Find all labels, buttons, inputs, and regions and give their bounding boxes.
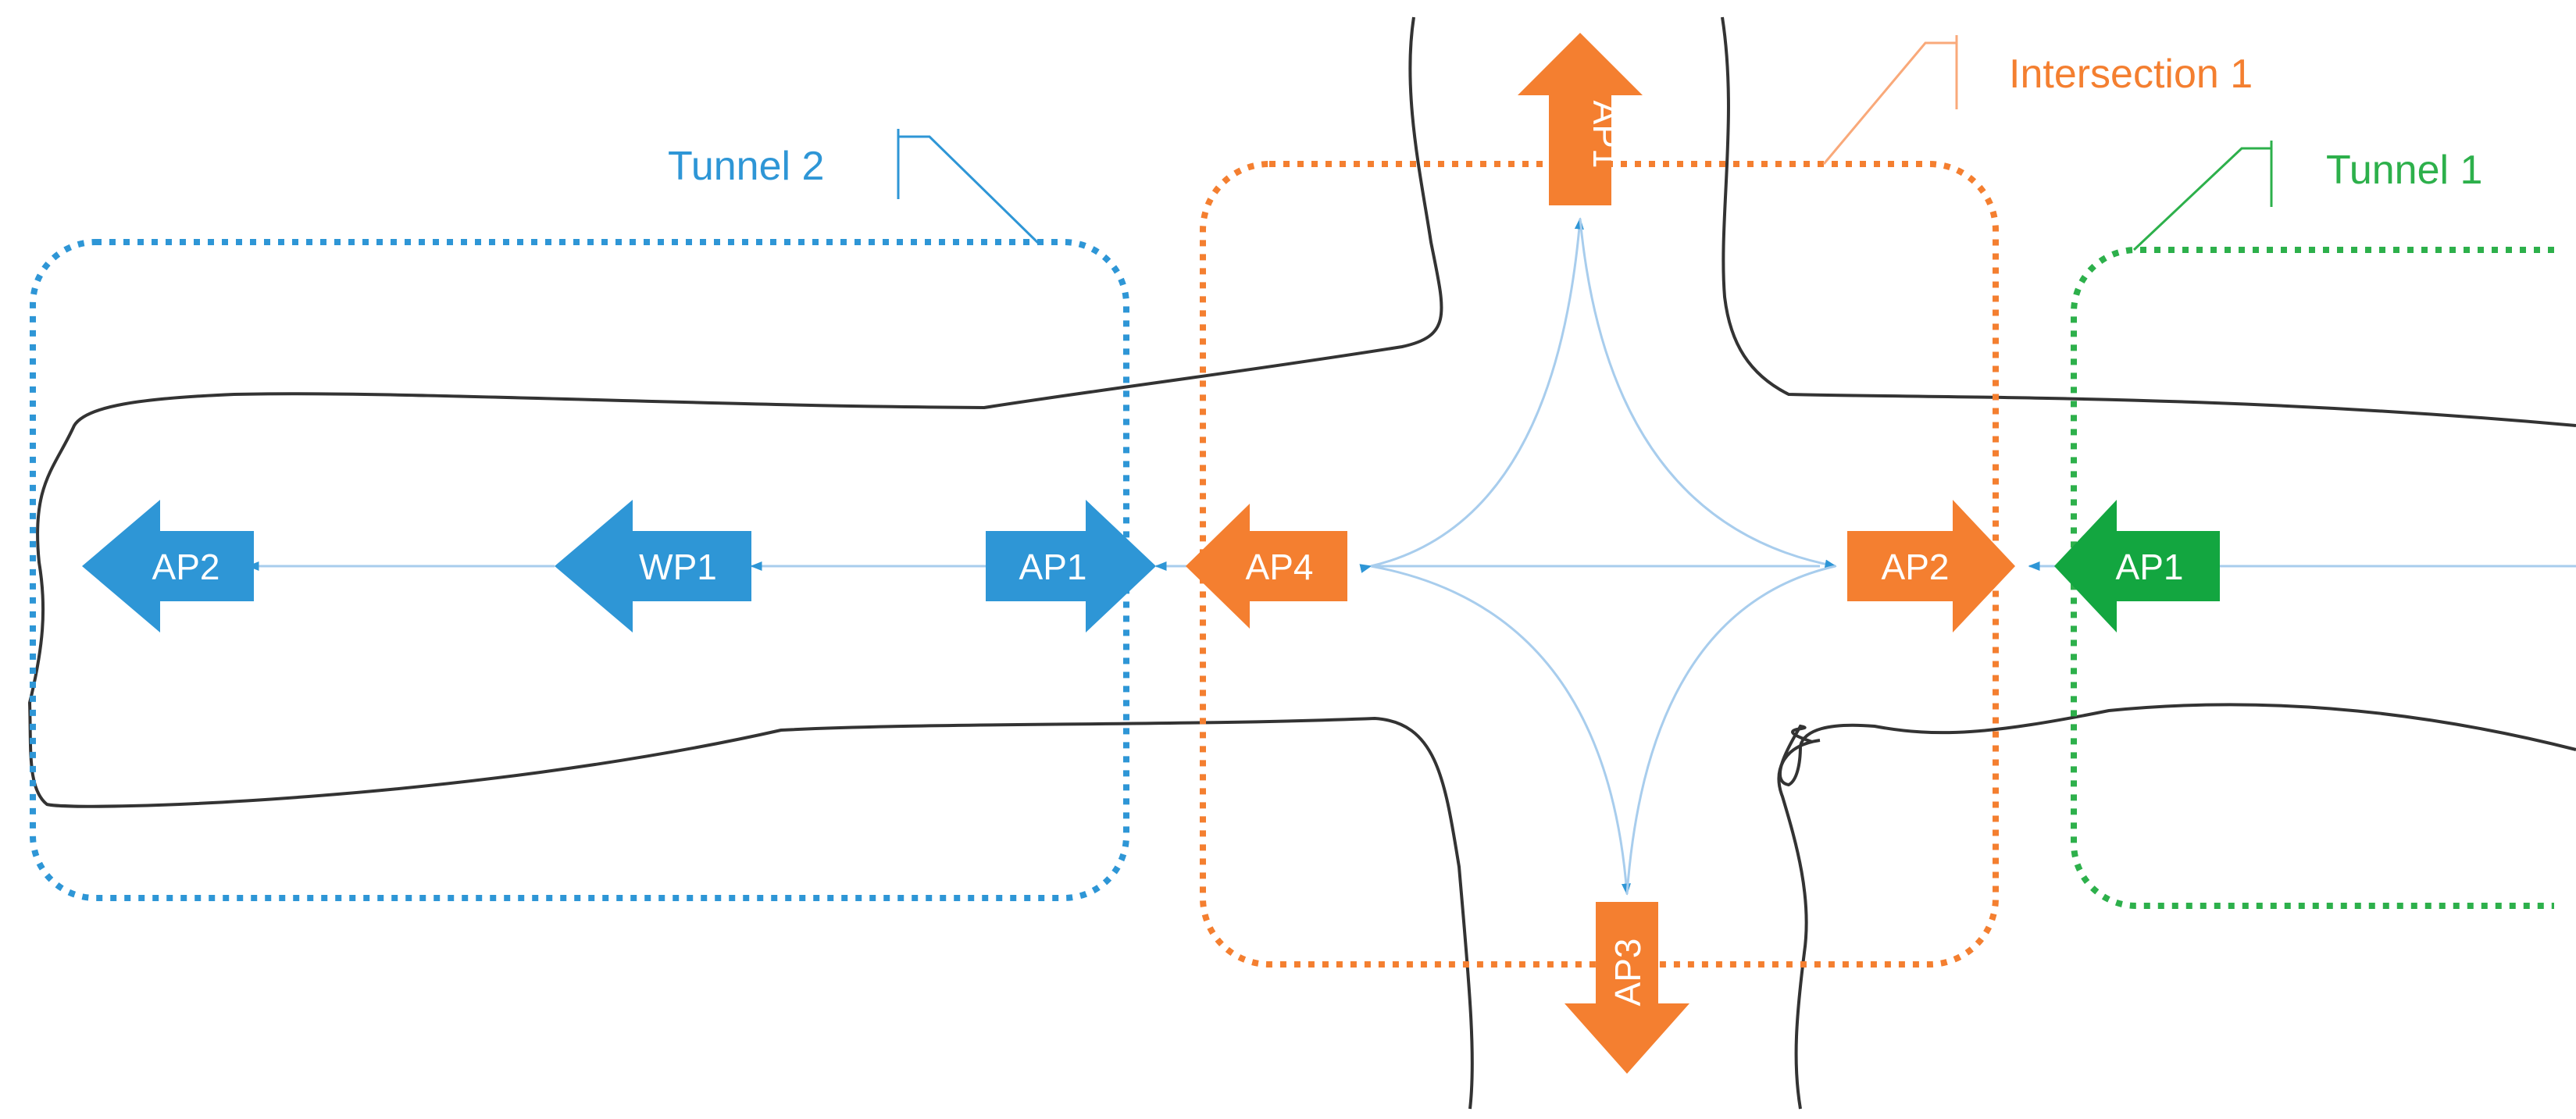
wall-top-right bbox=[1721, 16, 2576, 427]
i1-ap1-arrow: AP1 bbox=[1518, 33, 1643, 205]
wall-top-left bbox=[27, 16, 1474, 1110]
route-ap4-ap3 bbox=[1370, 565, 1631, 896]
i1-ap4-arrow: AP4 bbox=[1186, 504, 1347, 629]
intersection1-caption: Intersection 1 bbox=[2009, 52, 2253, 97]
i1-ap2-label: AP2 bbox=[1882, 547, 1950, 587]
t2-wp1-arrow: WP1 bbox=[555, 500, 751, 633]
route-ap1-ap2 bbox=[1579, 218, 1837, 569]
i1-ap3-label: AP3 bbox=[1607, 939, 1648, 1007]
t1-ap1-arrow: AP1 bbox=[2054, 500, 2220, 633]
i1-ap2-arrow: AP2 bbox=[1847, 500, 2015, 633]
tunnel1-caption: Tunnel 1 bbox=[2326, 148, 2482, 193]
callout-tunnel2 bbox=[897, 129, 1040, 245]
t2-ap1-arrow: AP1 bbox=[986, 500, 1156, 633]
route-lines bbox=[247, 217, 2576, 896]
tunnel2-region bbox=[30, 239, 1129, 901]
i1-ap1-label: AP1 bbox=[1586, 101, 1626, 169]
i1-ap4-label: AP4 bbox=[1246, 547, 1314, 587]
t2-ap1-label: AP1 bbox=[1019, 547, 1087, 587]
wall-bottom-right bbox=[1778, 703, 2576, 787]
wall-bottom-right-2 bbox=[1777, 739, 1821, 1110]
t1-ap1-label: AP1 bbox=[2116, 547, 2184, 587]
route-ap2-ap3 bbox=[1625, 565, 1836, 895]
t2-ap2-arrow: AP2 bbox=[82, 500, 254, 633]
tunnel2-caption: Tunnel 2 bbox=[668, 144, 824, 189]
i1-ap3-arrow: AP3 bbox=[1565, 902, 1689, 1074]
route-ap4-ap1 bbox=[1359, 217, 1584, 573]
t2-wp1-label: WP1 bbox=[639, 547, 717, 587]
callout-tunnel1 bbox=[2132, 141, 2273, 251]
callout-intersection1 bbox=[1822, 35, 1958, 165]
corridor-walls bbox=[27, 16, 2576, 1110]
t2-ap2-label: AP2 bbox=[152, 547, 220, 587]
